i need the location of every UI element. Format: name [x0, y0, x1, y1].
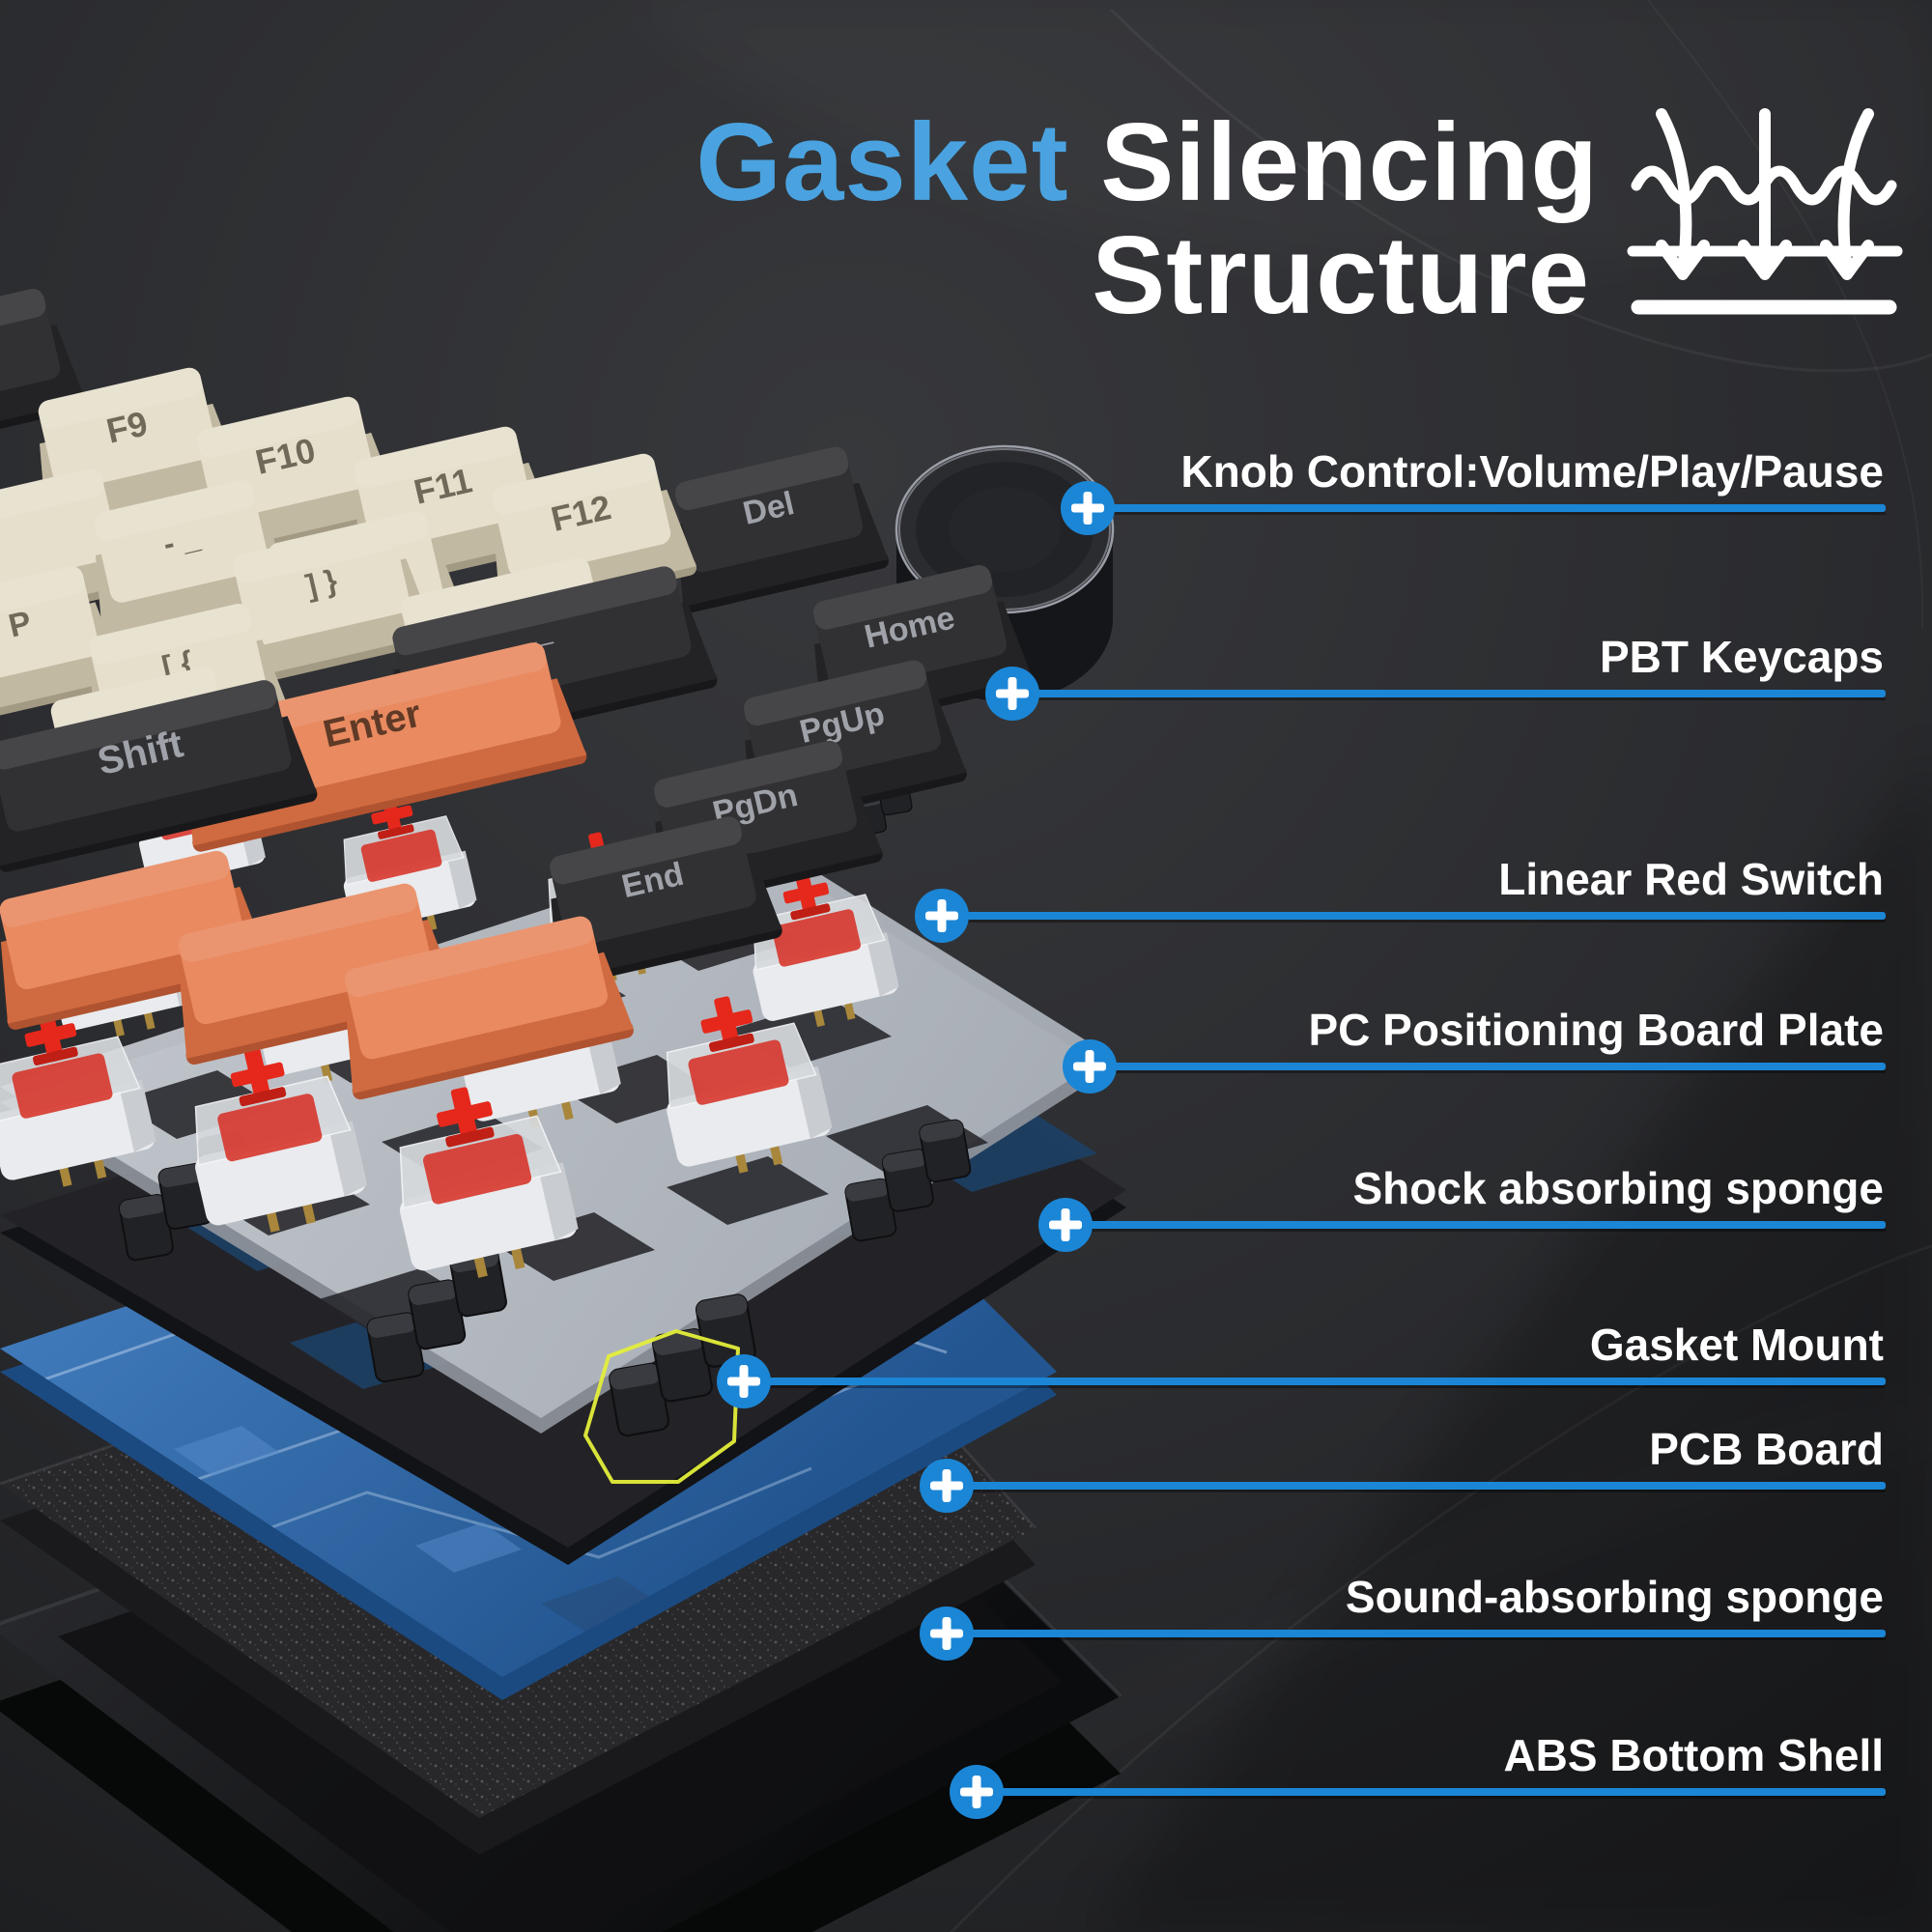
- callout-gasket-mount: Gasket Mount: [717, 1320, 1886, 1408]
- title-accent: Gasket: [696, 101, 1068, 224]
- sound-dampening-icon: [1627, 108, 1903, 315]
- callout-label: Sound-absorbing sponge: [1346, 1572, 1884, 1622]
- title: Gasket Silencing Structure: [696, 101, 1599, 337]
- callout-line-shadow: [1065, 1229, 1886, 1232]
- callout-line: [942, 912, 1886, 920]
- callout-line-shadow: [1012, 697, 1886, 700]
- gasket-mount-clips: [366, 1246, 507, 1383]
- callout-line: [947, 1482, 1886, 1490]
- plus-glyph: [1083, 492, 1093, 525]
- background-swoosh-curves: [949, 0, 1932, 1932]
- red-switch: [0, 1009, 156, 1187]
- callout-line: [744, 1378, 1886, 1385]
- callout-label: PBT Keycaps: [1600, 632, 1884, 682]
- callout-label: ABS Bottom Shell: [1503, 1730, 1884, 1780]
- callout-pbt-keycaps: PBT Keycaps: [985, 632, 1886, 721]
- callout-line-shadow: [1088, 512, 1886, 515]
- page-title-line1: Gasket Silencing: [696, 101, 1599, 224]
- callout-label: Knob Control:Volume/Play/Pause: [1180, 446, 1884, 497]
- keycap: End: [550, 816, 782, 987]
- callout-line: [1065, 1221, 1886, 1229]
- plus-glyph: [1061, 1208, 1070, 1241]
- callout-label: PC Positioning Board Plate: [1308, 1005, 1884, 1055]
- red-switch: [753, 870, 899, 1028]
- callout-line-shadow: [977, 1796, 1886, 1799]
- callout-line-shadow: [744, 1385, 1886, 1388]
- plus-glyph: [972, 1776, 981, 1808]
- callout-line-shadow: [947, 1490, 1886, 1492]
- callout-line: [947, 1630, 1886, 1637]
- plus-glyph: [1008, 677, 1017, 710]
- plus-glyph: [942, 1469, 952, 1502]
- callout-pc-positioning-board-plate: PC Positioning Board Plate: [1063, 1005, 1886, 1094]
- callout-label: Gasket Mount: [1590, 1320, 1884, 1370]
- keycap: [344, 916, 634, 1100]
- callout-line-shadow: [942, 920, 1886, 923]
- page-title-line2: Structure: [1092, 214, 1590, 337]
- callout-linear-red-switch: Linear Red Switch: [915, 854, 1886, 943]
- plus-glyph: [942, 1617, 952, 1650]
- callout-line-shadow: [1090, 1070, 1886, 1073]
- callout-label: Shock absorbing sponge: [1352, 1163, 1884, 1213]
- callout-label: Linear Red Switch: [1498, 854, 1884, 904]
- gasket-mount-clips: [609, 1293, 756, 1437]
- keycap: [178, 883, 459, 1065]
- callout-line: [977, 1788, 1886, 1796]
- red-switch: [399, 1087, 579, 1278]
- plus-glyph: [739, 1365, 749, 1398]
- callout-line: [1088, 504, 1886, 512]
- callout-line-shadow: [947, 1637, 1886, 1640]
- keycap: [0, 288, 87, 452]
- callout-line: [1012, 690, 1886, 697]
- callout-line: [1090, 1063, 1886, 1070]
- title-rest: Silencing: [1069, 101, 1599, 224]
- callout-pcb-board: PCB Board: [920, 1424, 1886, 1513]
- callout-shock-absorbing-sponge: Shock absorbing sponge: [1038, 1163, 1886, 1252]
- callout-sound-absorbing-sponge: Sound-absorbing sponge: [920, 1572, 1886, 1661]
- callout-abs-bottom-shell: ABS Bottom Shell: [950, 1730, 1886, 1819]
- keycap-legend: F9: [102, 403, 151, 450]
- callout-label: PCB Board: [1649, 1424, 1884, 1474]
- plus-glyph: [937, 899, 947, 932]
- keycap: ] }: [233, 522, 437, 686]
- keycap: Del: [674, 446, 889, 613]
- plate-switch-cutout: [116, 1070, 278, 1139]
- red-switch: [194, 1048, 368, 1233]
- keycap-legend: ] }: [302, 562, 340, 603]
- plate-switch-cutout: [667, 1156, 829, 1225]
- plus-glyph: [1085, 1050, 1094, 1083]
- callout-knob-control-volume-play-pause: Knob Control:Volume/Play/Pause: [1061, 446, 1886, 535]
- keycap: P: [0, 566, 126, 725]
- keycap: F9: [38, 367, 243, 532]
- red-switch: [666, 996, 833, 1174]
- keycap: Shift: [0, 680, 318, 872]
- gasket-mount-clips: [844, 1119, 972, 1242]
- plate-switch-cutout: [493, 1212, 655, 1281]
